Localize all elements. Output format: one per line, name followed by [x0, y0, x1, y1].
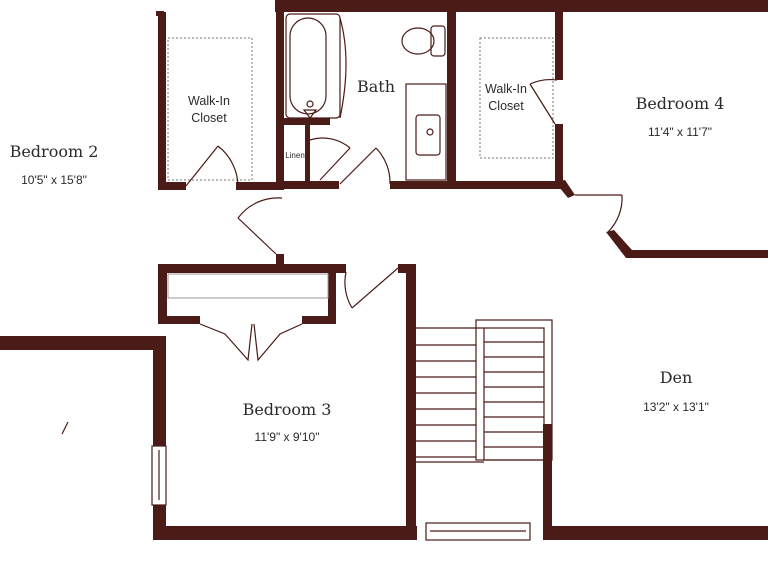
wall-closet-left-bottom	[158, 182, 186, 190]
door-bedroom2-leaf	[237, 217, 277, 255]
wall-closet-right-right	[555, 12, 563, 80]
door-closet-right-swing	[529, 78, 558, 85]
door-bath-leaf	[339, 147, 377, 185]
bedroom2-name: Bedroom 2	[10, 142, 99, 161]
door-closet-left-swing	[217, 145, 239, 187]
wall-bedroom4-corner	[555, 180, 575, 198]
walkin-left-line1: Walk-In	[188, 94, 230, 108]
bedroom4-name: Bedroom 4	[636, 94, 725, 113]
door-bedroom4-swing	[607, 194, 623, 233]
tub-drain	[306, 100, 314, 108]
bathtub	[285, 13, 341, 119]
door-bath-swing	[375, 147, 391, 185]
wall-bath-bottom	[390, 181, 562, 189]
closet-shelves	[167, 37, 554, 299]
wall-bedroom3-bottom	[153, 526, 417, 540]
wall-stair-right	[543, 424, 552, 540]
door-closet-right-leaf	[529, 83, 556, 125]
door-closet-left-leaf	[185, 145, 219, 187]
linen-label: Linen	[285, 151, 305, 160]
door-linen-leaf	[319, 147, 351, 181]
door-closet3-bifold-left	[199, 323, 253, 362]
den-name: Den	[660, 368, 693, 387]
bathtub-inner	[289, 17, 327, 115]
wall-closet-right-lower	[555, 124, 563, 189]
wall-closet-left-bottom-right	[236, 182, 284, 190]
wall-bedroom3-left-upper	[158, 264, 167, 324]
wall-linen-right	[305, 125, 310, 183]
wall-closet3-right-post	[328, 264, 336, 324]
window-bedroom3	[151, 445, 167, 506]
wall-den-bottom	[543, 526, 768, 540]
wall-bedroom3-left	[153, 336, 166, 446]
compass-tick	[61, 421, 69, 435]
doors	[151, 78, 623, 541]
stairs	[416, 319, 553, 463]
wall-bedroom3-right	[406, 264, 416, 540]
wall-bedroom4-bottom	[606, 230, 768, 258]
wall-bath-closet-divider	[447, 12, 456, 189]
walkin-right-line2: Closet	[488, 99, 524, 113]
bedroom3-dims: 11'9" x 9'10"	[255, 430, 320, 444]
den-dims: 13'2" x 13'1"	[643, 400, 709, 414]
wall-top	[275, 0, 768, 12]
bedroom3-name: Bedroom 3	[243, 400, 332, 419]
stair-outer	[475, 319, 553, 461]
wall-hall-stub	[276, 254, 284, 266]
door-bedroom2-swing	[237, 197, 283, 219]
door-closet3-bifold-right	[253, 323, 303, 362]
walls	[0, 0, 768, 540]
walkin-left-line2: Closet	[191, 111, 227, 125]
tub-faucet	[302, 109, 318, 119]
toilet-bowl	[401, 27, 435, 55]
closet-shelf-right	[479, 37, 554, 159]
door-bedroom3-leaf	[351, 267, 399, 309]
shower-curtain	[339, 17, 347, 119]
wall-linen-bottom	[284, 181, 339, 189]
toilet-tank	[430, 25, 446, 57]
closet-shelf-left	[167, 37, 253, 181]
bath-name: Bath	[357, 77, 395, 96]
bedroom4-dims: 11'4" x 11'7"	[648, 125, 712, 139]
door-linen-swing	[309, 137, 351, 149]
sink	[415, 114, 441, 156]
wall-bath-tub-ledge	[284, 118, 330, 125]
wall-closet-bath-divider	[276, 12, 284, 190]
window-den	[425, 522, 531, 541]
walkin-right-line1: Walk-In	[485, 82, 527, 96]
bedroom2-dims: 10'5" x 15'8"	[21, 173, 87, 187]
wall-closet3-left-return	[158, 316, 200, 324]
stair-inner-run	[483, 327, 545, 461]
wall-left-ext	[0, 336, 166, 350]
labels: Bedroom 2 10'5" x 15'8" Walk-In Closet L…	[10, 77, 725, 444]
vanity	[405, 83, 447, 181]
wall-closet3-right-return	[302, 316, 336, 324]
closet3-rod	[167, 273, 329, 299]
bath-fixtures	[285, 13, 447, 181]
door-bedroom3-swing	[344, 271, 353, 309]
wall-closet-left	[158, 12, 166, 190]
sink-drain	[426, 128, 434, 136]
wall-bedroom3-top	[158, 264, 346, 273]
